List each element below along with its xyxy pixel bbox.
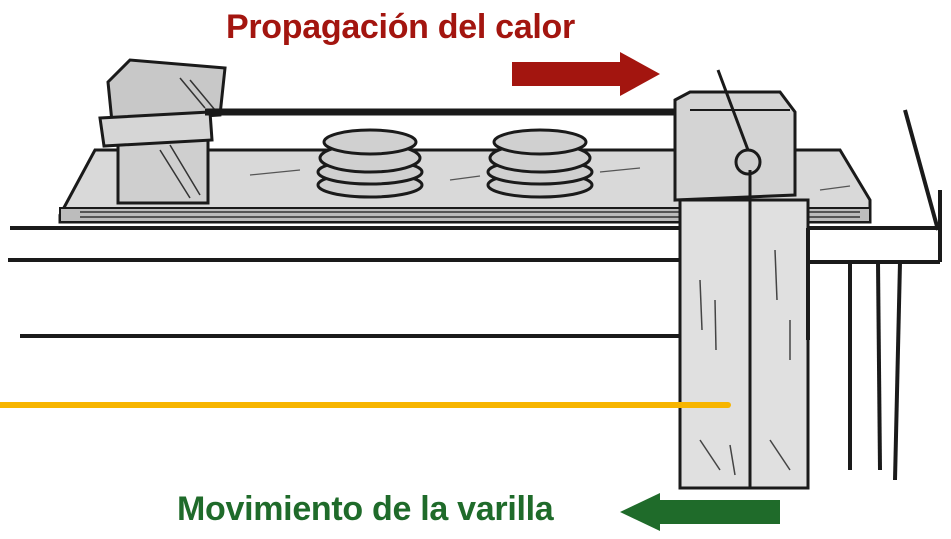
heat-propagation-label: Propagación del calor [226,8,575,46]
left-support-block [98,58,227,205]
arrow-right-icon [512,52,660,96]
right-frame [806,109,942,481]
arrow-left-icon [620,493,780,531]
right-support-block [673,69,797,202]
scale-plate [678,170,810,490]
wax-ring-1 [316,128,424,199]
stand-lines [8,226,940,338]
rod-movement-label: Movimiento de la varilla [177,490,554,528]
wax-ring-2 [486,128,594,199]
